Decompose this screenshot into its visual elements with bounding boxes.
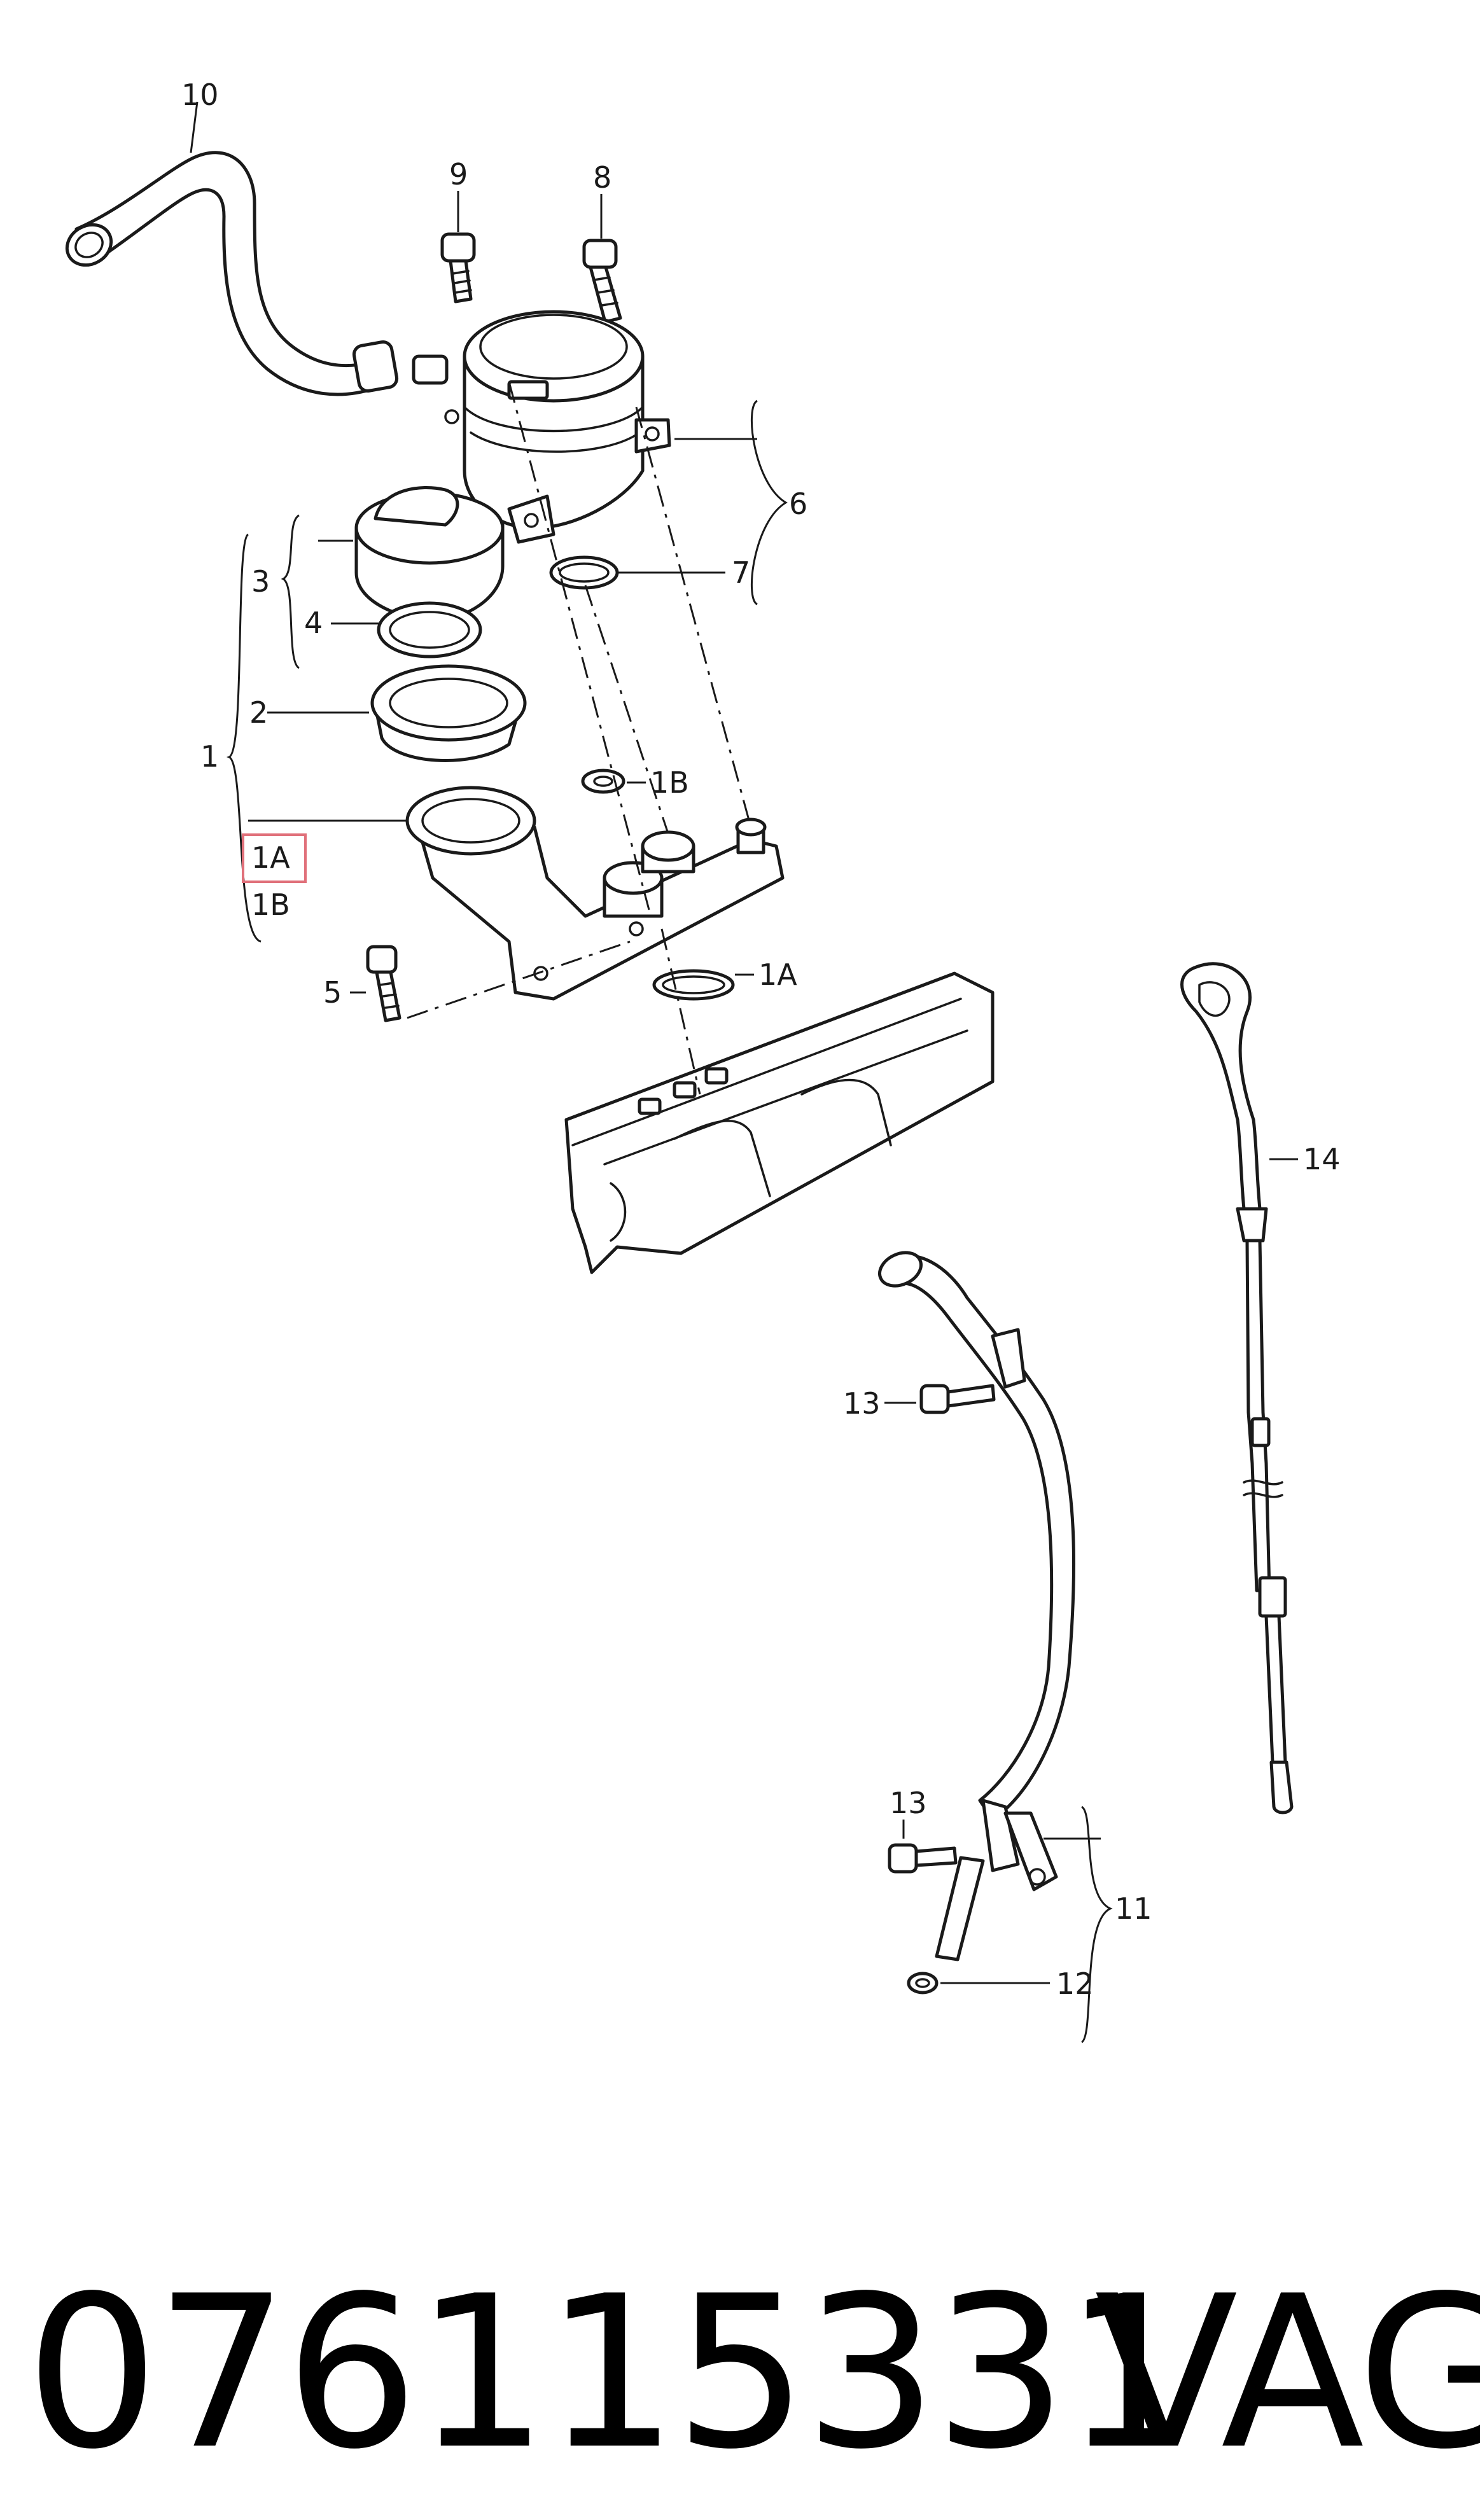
bolt-13-upper [919,1384,996,1414]
callout-4: 4 [304,606,323,640]
callout-5: 5 [323,975,342,1010]
alignment-lines [407,381,752,1095]
leader-lines [190,101,1298,2043]
callout-13-upper: 13 [843,1386,881,1421]
callout-9: 9 [449,157,468,191]
callout-12: 12 [1056,1967,1094,2001]
callout-8: 8 [593,160,611,195]
callout-11: 11 [1115,1891,1152,1926]
part-number: 076115331 [25,2251,1197,2495]
filler-cap [354,485,505,622]
callout-1a-box: 1A [251,840,290,875]
filler-neck-assembly [405,786,785,1001]
callout-3: 3 [251,564,270,599]
callout-1b-upper: 1B [650,765,689,800]
oil-separator [444,310,671,544]
dipstick [1180,962,1294,1814]
dipstick-guide-tube [878,1251,1076,1961]
callout-6: 6 [789,487,807,521]
callout-1b-left: 1B [251,888,290,922]
callout-1a-lower: 1A [758,957,797,992]
brand-name: VAG [1094,2251,1480,2495]
gasket-1a [652,969,735,1001]
breather-hose [65,151,449,396]
bolt-9 [440,232,476,303]
filler-neck-ring [370,664,527,762]
bolt-13-lower [888,1843,958,1874]
callout-10: 10 [181,78,219,112]
callout-1: 1 [200,739,219,774]
callout-2: 2 [249,695,268,730]
callout-1a-highlight [242,833,307,883]
callout-7: 7 [732,555,750,590]
bolt-5 [366,945,401,1022]
cylinder-head-cover [564,971,995,1274]
callout-14: 14 [1303,1142,1341,1176]
seal-12 [907,1972,939,1994]
bolt-8 [582,239,622,324]
callout-13-lower: 13 [890,1786,927,1820]
callout-labels: 10 9 8 6 7 3 4 2 1 1B 1A 1B 5 1A 14 13 1… [181,78,1341,2001]
